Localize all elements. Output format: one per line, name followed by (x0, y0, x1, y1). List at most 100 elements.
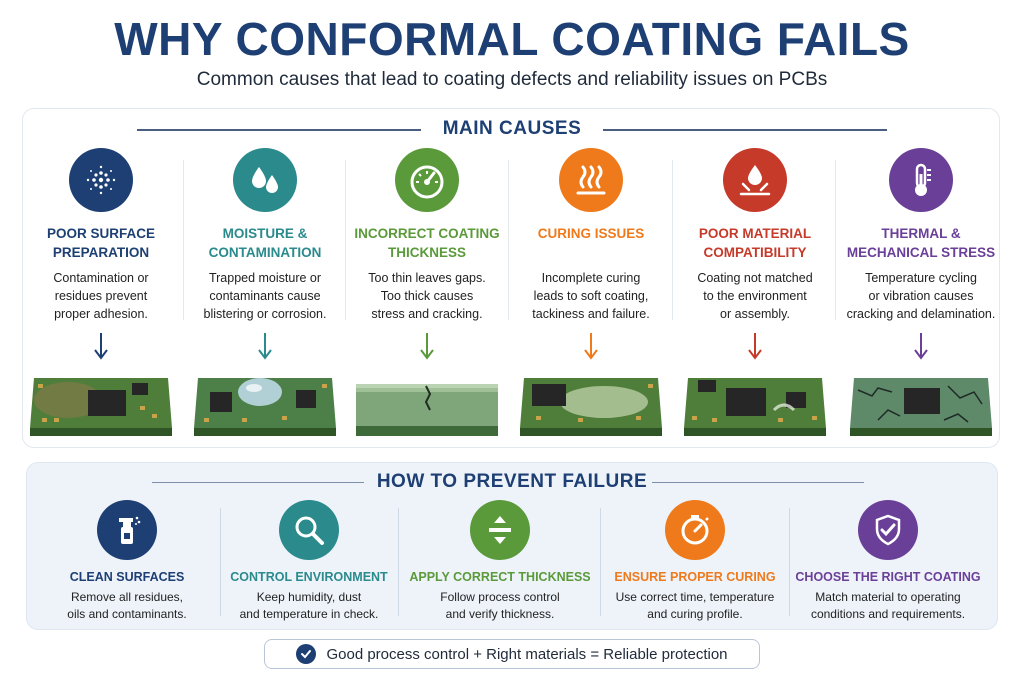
pcb-illustration (850, 378, 992, 436)
cause-description: Too thin leaves gaps. Too thick causes s… (344, 269, 510, 323)
down-arrow-icon (258, 333, 272, 360)
cause-title-line: PREPARATION (52, 245, 150, 260)
main-causes-heading: MAIN CAUSES (442, 118, 582, 139)
cause-desc-line: proper adhesion. (54, 307, 148, 321)
divider (345, 160, 346, 320)
cause-title-line: CURING ISSUES (537, 226, 645, 241)
dots-contamination-icon (69, 148, 133, 212)
cause-desc-line: Trapped moisture or (208, 271, 322, 285)
water-drops-icon (233, 148, 297, 212)
prevention-header: HOW TO PREVENT FAILURE (0, 471, 1024, 495)
cause-title-line: THICKNESS (387, 245, 466, 260)
cause-title: POOR MATERIAL COMPATIBILITY (672, 224, 838, 262)
cause-desc-line: Too thin leaves gaps. (368, 271, 486, 285)
check-circle-icon (296, 644, 317, 664)
cause-title-line: COMPATIBILITY (703, 245, 807, 260)
cause-desc-line: Contamination or (53, 271, 149, 285)
footer-summary: Good process control + Right materials =… (264, 639, 760, 669)
cause-title-line: INCORRECT COATING (354, 226, 500, 241)
divider (600, 508, 601, 616)
cause-title-line: MECHANICAL STRESS (846, 245, 996, 260)
prevention-desc-line: and curing profile. (647, 607, 743, 621)
cause-desc-line: stress and cracking. (371, 307, 483, 321)
prevention-desc-line: Remove all residues, (70, 590, 184, 604)
cause-desc-line: Too thick causes (380, 289, 474, 303)
magnifier-icon (279, 500, 339, 560)
cause-title-line: POOR MATERIAL (698, 226, 812, 241)
pcb-cross-section-illustration (356, 384, 498, 436)
pcb-illustration (30, 378, 172, 436)
prevention-title: CLEAN SURFACES (69, 570, 185, 584)
prevention-description: Follow process control and verify thickn… (400, 589, 600, 623)
cause-card-poor-material-compatibility: POOR MATERIAL COMPATIBILITY Coating not … (672, 148, 838, 448)
divider (835, 160, 836, 320)
down-arrow-icon (420, 333, 434, 360)
cause-card-curing-issues: CURING ISSUES Incomplete curing leads to… (508, 148, 674, 448)
prevention-desc-line: and verify thickness. (445, 607, 555, 621)
pcb-illustration (520, 378, 662, 436)
heat-waves-icon (559, 148, 623, 212)
cause-desc-line: Temperature cycling (865, 271, 977, 285)
prevention-description: Use correct time, temperature and curing… (602, 589, 788, 623)
timer-icon (665, 500, 725, 560)
header-rule-right (603, 129, 887, 131)
shield-check-icon (858, 500, 918, 560)
prevention-description: Keep humidity, dust and temperature in c… (222, 589, 396, 623)
cause-description: Trapped moisture or contaminants cause b… (182, 269, 348, 323)
cause-title-line: THERMAL & (881, 226, 961, 241)
prevention-title: CONTROL ENVIRONMENT (230, 570, 388, 584)
down-arrow-icon (584, 333, 598, 360)
prevention-heading: HOW TO PREVENT FAILURE (376, 471, 648, 492)
main-causes-panel (22, 108, 1000, 448)
thermometer-icon (889, 148, 953, 212)
prevention-desc-line: Match material to operating (815, 590, 961, 604)
cause-card-thermal-mechanical-stress: THERMAL & MECHANICAL STRESS Temperature … (838, 148, 1004, 448)
cause-title-line: POOR SURFACE (46, 226, 155, 241)
cause-desc-line: residues prevent (54, 289, 148, 303)
down-arrow-icon (748, 333, 762, 360)
cause-desc-line: Coating not matched (697, 271, 813, 285)
cause-desc-line: or vibration causes (868, 289, 974, 303)
gauge-icon (395, 148, 459, 212)
divider (789, 508, 790, 616)
cause-card-incorrect-coating-thickness: INCORRECT COATING THICKNESS Too thin lea… (344, 148, 510, 448)
cause-description: Incomplete curing leads to soft coating,… (508, 269, 674, 323)
prevention-description: Match material to operating conditions a… (790, 589, 986, 623)
divider (672, 160, 673, 320)
prevention-desc-line: and temperature in check. (239, 607, 379, 621)
prevention-desc-line: Use correct time, temperature (615, 590, 775, 604)
cause-desc-line: or assembly. (720, 307, 790, 321)
divider (220, 508, 221, 616)
divider (183, 160, 184, 320)
prevention-desc-line: Follow process control (440, 590, 560, 604)
prevention-title: CHOOSE THE RIGHT COATING (795, 570, 981, 584)
page-subtitle: Common causes that lead to coating defec… (196, 69, 828, 90)
prevention-desc-line: Keep humidity, dust (256, 590, 362, 604)
header-rule-left (152, 482, 364, 483)
cause-description: Contamination or residues prevent proper… (18, 269, 184, 323)
drop-reaction-icon (723, 148, 787, 212)
cause-title: MOISTURE & CONTAMINATION (182, 224, 348, 262)
cause-desc-line: cracking and delamination. (846, 307, 996, 321)
spray-bottle-icon (97, 500, 157, 560)
prevention-title: ENSURE PROPER CURING (614, 570, 776, 584)
cause-desc-line: leads to soft coating, (533, 289, 649, 303)
cause-desc-line: Incomplete curing (541, 271, 641, 285)
cause-title: INCORRECT COATING THICKNESS (344, 224, 510, 262)
divider (508, 160, 509, 320)
cause-desc-line: to the environment (703, 289, 807, 303)
cause-title: POOR SURFACE PREPARATION (18, 224, 184, 262)
cause-title: CURING ISSUES (508, 224, 674, 243)
prevention-desc-line: conditions and requirements. (810, 607, 966, 621)
header-rule-left (137, 129, 421, 131)
divider (398, 508, 399, 616)
cause-description: Coating not matched to the environment o… (672, 269, 838, 323)
thickness-arrows-icon (470, 500, 530, 560)
cause-title-line: CONTAMINATION (208, 245, 322, 260)
cause-desc-line: tackiness and failure. (532, 307, 650, 321)
prevention-desc-line: oils and contaminants. (67, 607, 187, 621)
down-arrow-icon (914, 333, 928, 360)
cause-description: Temperature cycling or vibration causes … (838, 269, 1004, 323)
prevention-description: Remove all residues, oils and contaminan… (42, 589, 212, 623)
cause-card-poor-surface-preparation: POOR SURFACE PREPARATION Contamination o… (18, 148, 184, 448)
